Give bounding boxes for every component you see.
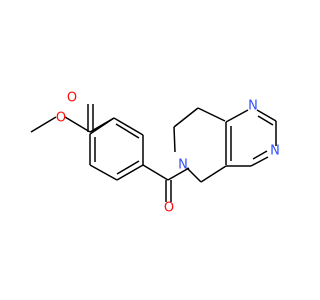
bond-N3-C4 — [250, 156, 269, 167]
bond-benz-6-1 — [89, 117, 115, 135]
atom-N-pyrimidine-3: N — [270, 144, 280, 159]
bond-N1-C2 — [256, 109, 277, 122]
atom-N-pyrimidine-1: N — [248, 99, 258, 114]
bond-CH2-fused-bottom — [200, 165, 227, 183]
bond-ring-amideC — [142, 164, 169, 181]
bond-N3-C4-inner — [252, 150, 268, 160]
bond-O-carbonylC — [64, 116, 91, 133]
atom-O-ester-carbonyl: O — [67, 91, 77, 106]
bond-benz-3-4 — [116, 164, 144, 181]
bond-N-CH2-top — [173, 126, 176, 153]
atom-N-amide: N — [178, 158, 188, 173]
bond-fusedtop-N1 — [225, 109, 249, 123]
bond-CH2-fused-top — [197, 107, 226, 122]
bond-N-CH2-bottom — [186, 167, 202, 183]
bond-CH2-CH2-top — [173, 107, 199, 128]
atom-O-ester-single: O — [56, 111, 66, 126]
bond-N1-C2-inner — [257, 115, 274, 126]
bond-amideC-N — [167, 167, 190, 181]
molecule-structure-diagram: O O O N N N — [30, 91, 280, 216]
bond-benz-1-2 — [113, 117, 144, 136]
bond-benz-1-2-inner — [115, 123, 140, 139]
bond-methyl-O — [30, 116, 57, 133]
atom-O-amide: O — [164, 201, 174, 216]
bond-benz-3-4-inner — [116, 160, 140, 175]
bond-lines — [30, 104, 277, 202]
bond-benz-4-5 — [89, 164, 118, 181]
